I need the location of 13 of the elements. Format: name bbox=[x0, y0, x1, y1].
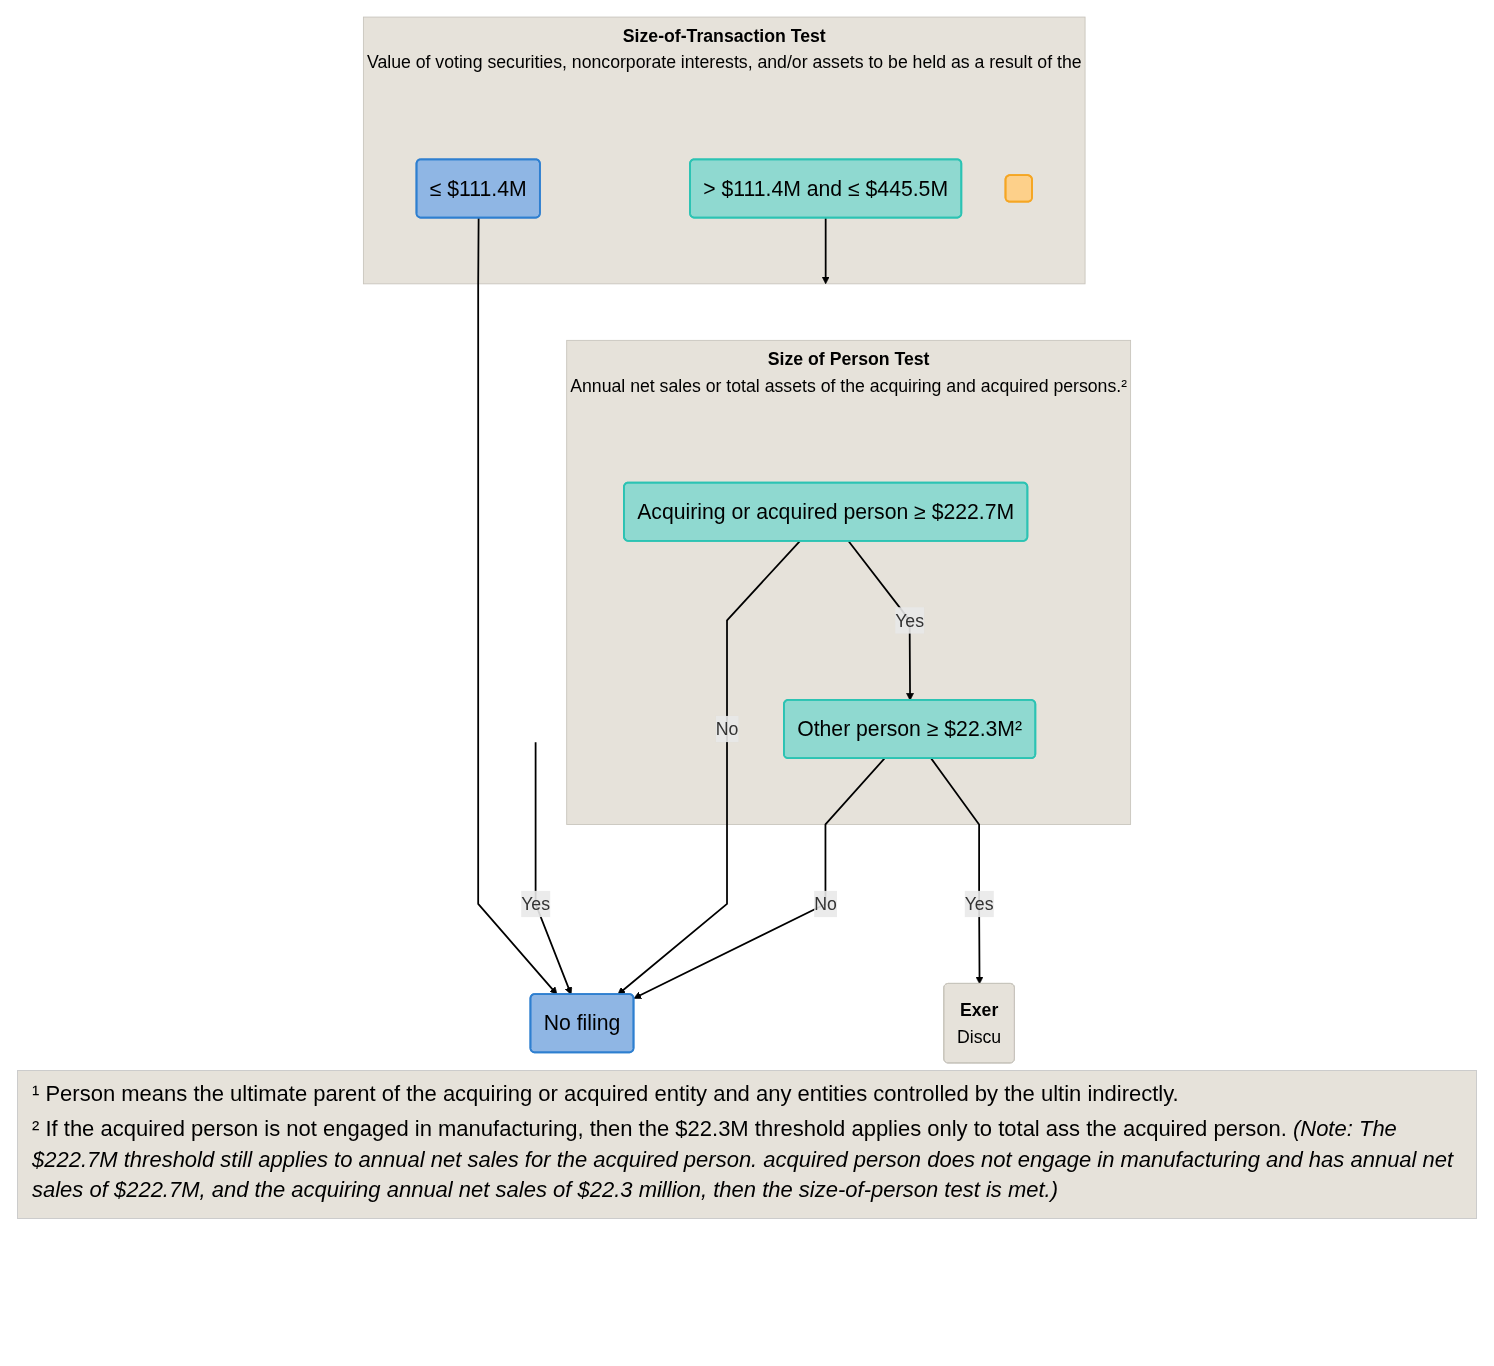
arrow bbox=[534, 741, 573, 995]
edge-label: No bbox=[715, 719, 739, 739]
arrow bbox=[617, 540, 801, 995]
footnote-text: ¹ Person means the ultimate parent of the acquiring or acquired entity and any entities controlled by the ultin indirectly. bbox=[32, 1080, 1180, 1108]
edge-label: Yes bbox=[964, 894, 994, 914]
arrow bbox=[821, 216, 830, 285]
arrow bbox=[930, 757, 984, 985]
arrow bbox=[633, 757, 886, 999]
arrow bbox=[477, 217, 558, 995]
edge-label: No bbox=[814, 894, 837, 914]
edge-label: Yes bbox=[521, 894, 551, 914]
footnote-text: ² If the acquired person is not engaged in manufacturing, then the $22.3M threshold applies only to total ass the acquired person. (Note: The $222.7M threshold still applies to annual net sales for the acquired person. acquired person does not engage in manufacturing and has annual net sales of $222.7M, and the acquiring annual net sales of $22.3 million, then the size-of-person test is met.) bbox=[32, 1114, 1455, 1205]
edge-label: Yes bbox=[895, 610, 925, 631]
